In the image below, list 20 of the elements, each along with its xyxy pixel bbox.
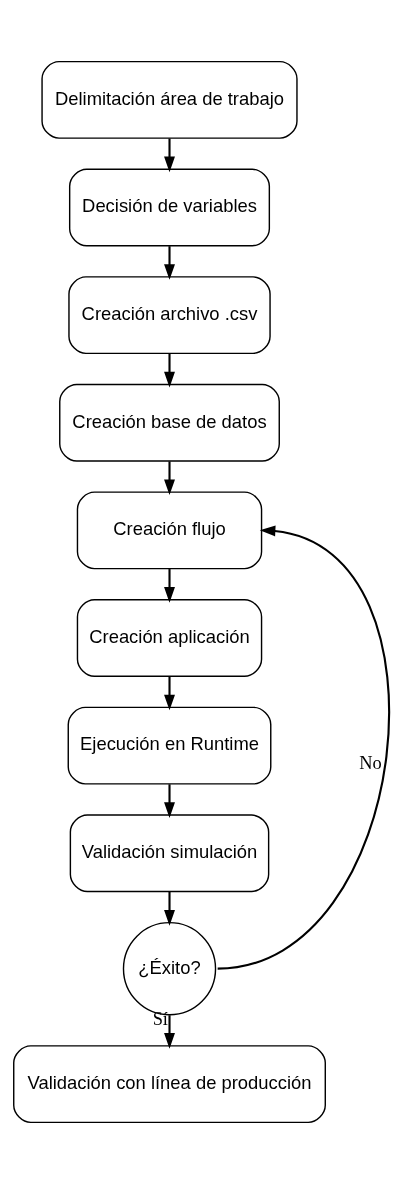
arrow: [164, 1014, 175, 1049]
node-box: Validación con línea de producción: [13, 1044, 326, 1123]
node-box: Delimitación área de trabajo: [41, 60, 298, 139]
arrow: [164, 783, 175, 818]
edge-label: No: [359, 752, 382, 773]
arrow: [164, 353, 175, 387]
node-box: Ejecución en Runtime: [67, 706, 272, 785]
node-box: Decisión de variables: [68, 168, 271, 246]
arrow: [164, 245, 175, 280]
arrow: [217, 525, 390, 970]
node-box: Creación aplicación: [76, 598, 263, 677]
node-box: Creación base de datos: [59, 383, 280, 462]
node-box: Creación archivo .csv: [68, 275, 271, 354]
node-box: Validación simulación: [69, 813, 270, 892]
node-box: Creación flujo: [76, 490, 263, 569]
arrow: [164, 676, 175, 710]
arrow: [164, 460, 175, 495]
arrow: [164, 138, 175, 172]
arrow: [164, 891, 175, 926]
arrow: [164, 568, 175, 603]
